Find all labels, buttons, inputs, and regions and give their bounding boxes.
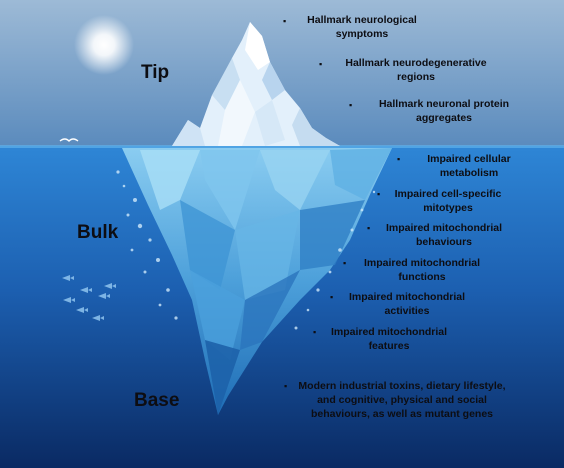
bullet-icon: ▪ xyxy=(284,381,288,391)
base-item-text: Modern industrial toxins, dietary lifest… xyxy=(298,380,506,420)
bulk-item: ▪ Impaired cell-specific mitotypes xyxy=(377,187,506,215)
bullet-icon: ▪ xyxy=(367,223,371,233)
bulk-item-text: Impaired cell-specific mitotypes xyxy=(394,188,502,214)
bullet-icon: ▪ xyxy=(349,100,353,110)
fish-school xyxy=(62,275,116,321)
layer-label-tip: Tip xyxy=(141,62,170,83)
seagull xyxy=(59,138,79,142)
tip-item-text: Hallmark neuronal protein aggregates xyxy=(378,98,510,124)
tip-item: ▪ Hallmark neurodegenerative regions xyxy=(319,56,500,84)
bulk-item: ▪ Impaired mitochondrial features xyxy=(313,325,452,353)
bullet-icon: ▪ xyxy=(377,189,381,199)
layer-label-base: Base xyxy=(134,390,180,411)
bullet-icon: ▪ xyxy=(283,16,287,26)
bullet-icon: ▪ xyxy=(319,59,323,69)
bulk-item-text: Impaired mitochondrial activities xyxy=(348,291,466,317)
bullet-icon: ▪ xyxy=(330,292,334,302)
bubbles xyxy=(116,170,376,330)
bulk-item-text: Impaired cellular metabolism xyxy=(427,153,511,179)
bulk-item: ▪ Impaired mitochondrial behaviours xyxy=(367,221,508,249)
bulk-item: ▪ Impaired mitochondrial activities xyxy=(330,290,471,318)
bulk-item: ▪ Impaired mitochondrial functions xyxy=(343,256,488,284)
bullet-icon: ▪ xyxy=(313,327,317,337)
iceberg-tip xyxy=(172,22,340,146)
bulk-item: ▪ Impaired cellular metabolism xyxy=(397,152,528,180)
bullet-icon: ▪ xyxy=(397,154,401,164)
base-item: ▪ Modern industrial toxins, dietary life… xyxy=(284,379,507,421)
bulk-item-text: Impaired mitochondrial functions xyxy=(363,257,481,283)
bullet-icon: ▪ xyxy=(343,258,347,268)
tip-item-text: Hallmark neurological symptoms xyxy=(307,14,417,40)
tip-item: ▪ Hallmark neurological symptoms xyxy=(283,13,428,41)
tip-item: ▪ Hallmark neuronal protein aggregates xyxy=(349,97,526,125)
bulk-item-text: Impaired mitochondrial behaviours xyxy=(385,222,503,248)
layer-label-bulk: Bulk xyxy=(77,222,119,243)
bulk-item-text: Impaired mitochondrial features xyxy=(330,326,448,352)
sun xyxy=(74,15,134,75)
iceberg-bulk xyxy=(122,148,392,415)
tip-item-text: Hallmark neurodegenerative regions xyxy=(345,57,487,83)
